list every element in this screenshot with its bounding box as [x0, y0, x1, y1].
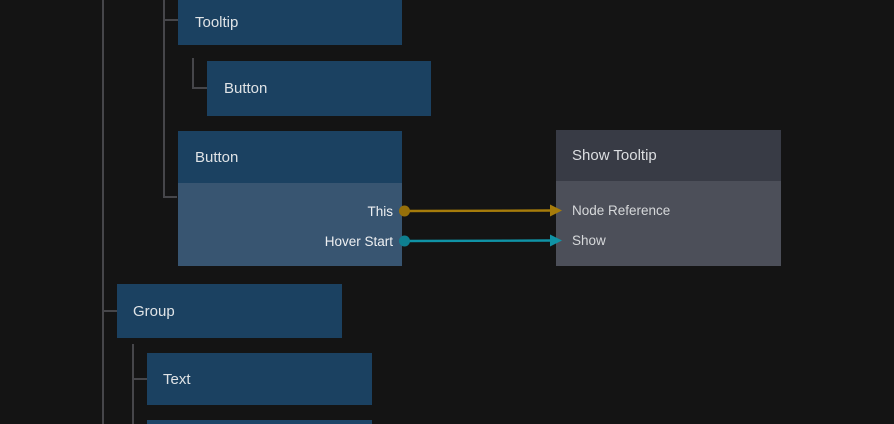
- tree-tick-button-child: [192, 87, 207, 89]
- wire-this-to-node-reference: [399, 204, 562, 217]
- tree-item-group[interactable]: Group: [117, 284, 342, 338]
- tree-item-tooltip-label: Tooltip: [195, 14, 239, 31]
- wire-this-line: [406, 209, 552, 213]
- tree-item-text-label: Text: [163, 370, 191, 388]
- tree-tick-text: [132, 378, 147, 380]
- input-port-node-reference-label: Node Reference: [572, 202, 671, 218]
- tree-item-tooltip[interactable]: Tooltip: [178, 0, 402, 45]
- output-port-hover-start-label: Hover Start: [324, 233, 393, 249]
- input-port-show-label: Show: [572, 232, 606, 248]
- tree-line-branch-1: [163, 0, 165, 198]
- show-tooltip-node-body: Node Reference Show: [556, 181, 781, 266]
- tree-item-button-child-label: Button: [224, 80, 268, 97]
- tree-item-group-label: Group: [133, 302, 175, 320]
- input-port-node-reference[interactable]: Node Reference: [556, 195, 781, 225]
- show-tooltip-node-title: Show Tooltip: [572, 147, 657, 164]
- tree-line-branch-3: [132, 344, 134, 424]
- tree-line-root: [102, 0, 104, 424]
- input-port-show[interactable]: Show: [556, 225, 781, 255]
- tree-item-text[interactable]: Text: [147, 353, 372, 405]
- tree-tick-group: [102, 310, 117, 312]
- button-node-body: This Hover Start: [178, 183, 402, 266]
- show-tooltip-node[interactable]: Show Tooltip Node Reference Show: [556, 130, 781, 266]
- output-port-this[interactable]: This: [178, 196, 402, 226]
- wire-hover-start-to-show: [399, 234, 562, 247]
- output-port-hover-start[interactable]: Hover Start: [178, 226, 402, 256]
- button-node[interactable]: Button This Hover Start: [178, 131, 402, 266]
- button-node-title: Button: [195, 148, 239, 166]
- tree-line-branch-2: [192, 58, 194, 89]
- tree-tick-tooltip: [163, 19, 178, 21]
- output-port-this-label: This: [367, 203, 393, 219]
- tree-item-button-child[interactable]: Button: [207, 61, 431, 116]
- tree-item-partial[interactable]: [147, 420, 372, 424]
- button-node-header[interactable]: Button: [178, 131, 402, 183]
- wire-hover-start-line: [406, 239, 552, 243]
- show-tooltip-node-header[interactable]: Show Tooltip: [556, 130, 781, 181]
- tree-tick-button-main: [163, 196, 177, 198]
